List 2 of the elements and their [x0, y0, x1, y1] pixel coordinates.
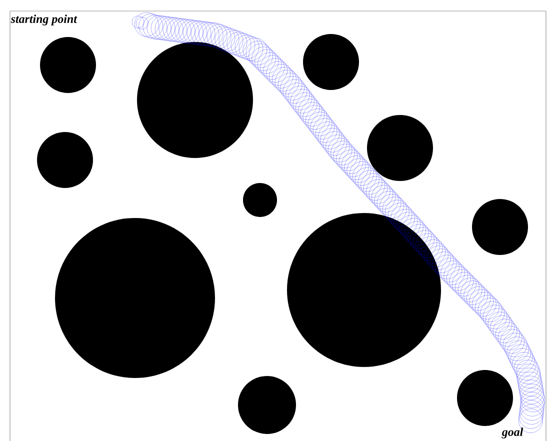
point-label: goal: [502, 428, 524, 438]
point-label: starting point: [10, 14, 78, 26]
